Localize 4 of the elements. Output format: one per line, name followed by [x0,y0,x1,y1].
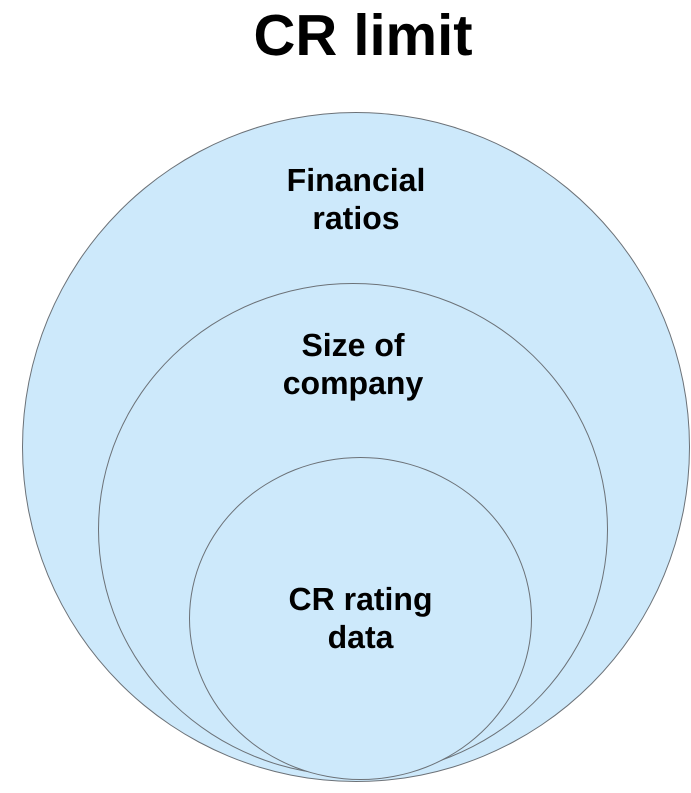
circle-label: CR rating data [288,580,434,656]
title: CR limit [252,2,474,69]
circle-label: Financial ratios [286,161,426,237]
circle-label: Size of company [282,326,424,402]
